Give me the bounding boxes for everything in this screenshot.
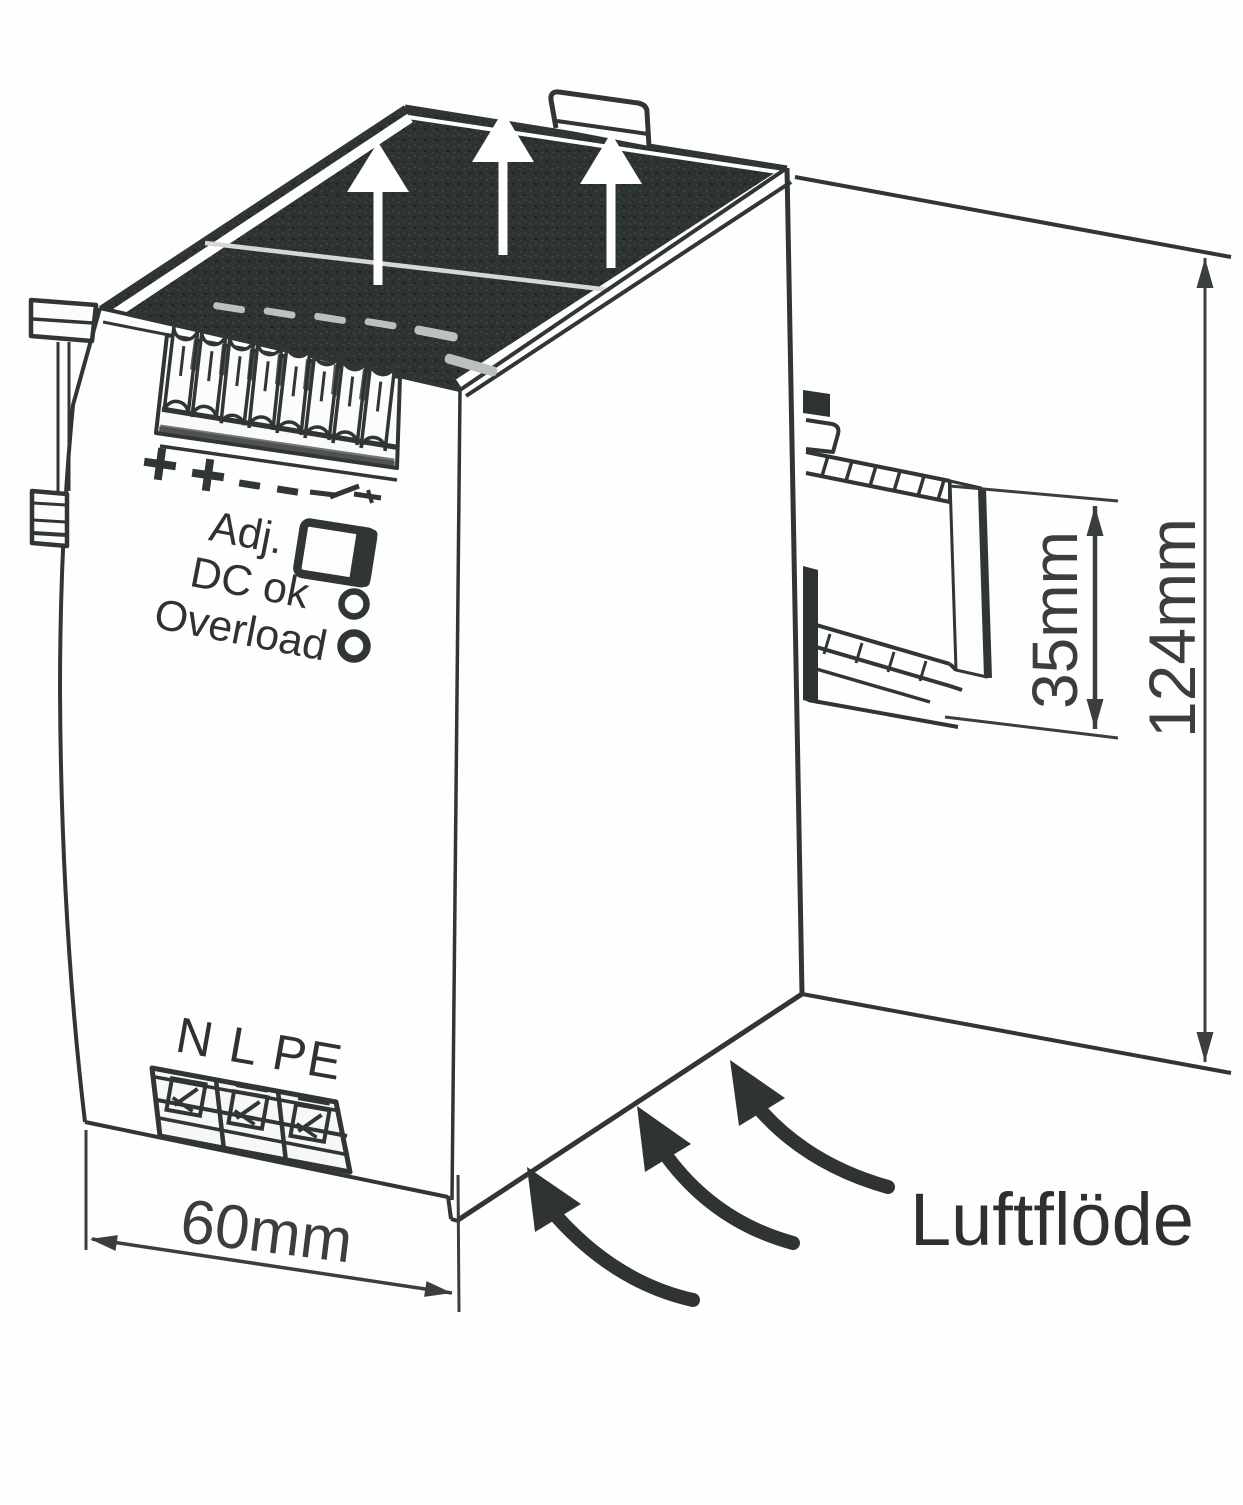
svg-text:35mm: 35mm: [1019, 531, 1091, 709]
svg-text:Luftflöde: Luftflöde: [910, 1178, 1194, 1261]
svg-text:124mm: 124mm: [1135, 518, 1209, 738]
